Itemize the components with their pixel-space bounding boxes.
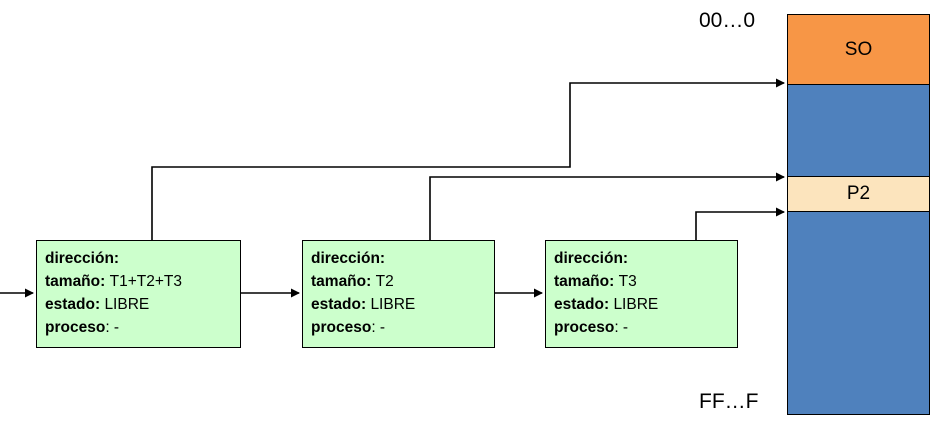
node-1-field-direccion: dirección: [45, 250, 120, 267]
node-3-field-estado: estado: LIBRE [554, 296, 659, 313]
memory-band-os[interactable]: SO [788, 15, 929, 85]
free-block-node-1[interactable]: dirección: tamaño: T1+T2+T3 estado: LIBR… [36, 240, 241, 348]
node-1-field-tamano: tamaño: T1+T2+T3 [45, 273, 182, 290]
node-2-field-tamano: tamaño: T2 [311, 273, 394, 290]
memory-band-free-upper[interactable] [788, 85, 929, 177]
node-3-field-tamano: tamaño: T3 [554, 273, 637, 290]
node-2-field-estado: estado: LIBRE [311, 296, 416, 313]
memory-band-free-lower[interactable] [788, 212, 929, 414]
free-block-node-3[interactable]: dirección: tamaño: T3 estado: LIBRE proc… [545, 240, 738, 348]
node-1-field-estado: estado: LIBRE [45, 296, 150, 313]
pointer-node1-to-memory [151, 78, 785, 240]
memory-band-process-p2[interactable]: P2 [788, 177, 929, 212]
free-block-node-2[interactable]: dirección: tamaño: T2 estado: LIBRE proc… [302, 240, 495, 348]
node-3-field-direccion: dirección: [554, 250, 629, 267]
node-2-field-direccion: dirección: [311, 250, 386, 267]
node-3-field-proceso: proceso: - [554, 319, 629, 336]
memory-bottom-address-label: FF…F [699, 390, 759, 413]
node-1-field-proceso: proceso: - [45, 319, 120, 336]
memory-map-bar: SO P2 [787, 14, 930, 415]
node-2-field-proceso: proceso: - [311, 319, 386, 336]
pointer-node2-to-memory [429, 172, 785, 262]
memory-top-address-label: 00…0 [699, 9, 756, 32]
